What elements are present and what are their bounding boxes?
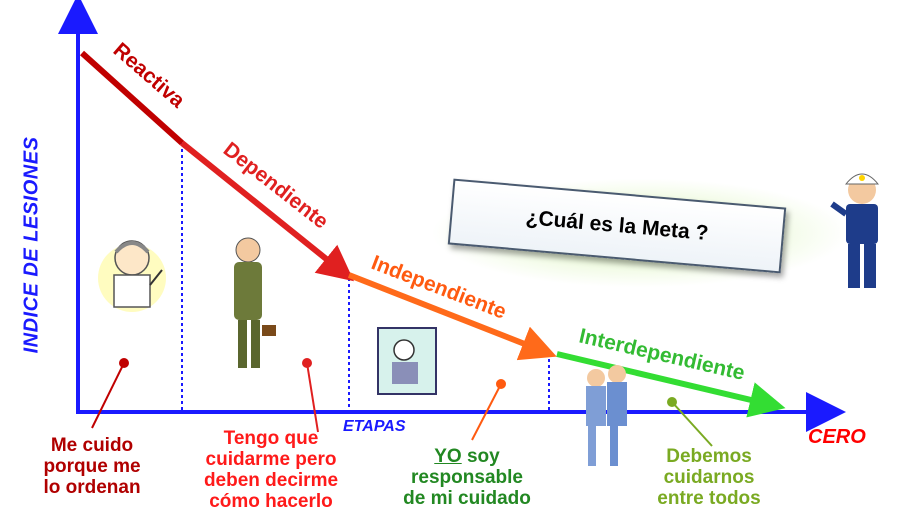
underlined-word: YO: [434, 446, 462, 467]
description-line: Debemos: [666, 446, 752, 467]
description-line: de mi cuidado: [403, 488, 531, 509]
description-dependiente: Tengo que cuidarme pero deben decirme có…: [176, 428, 366, 512]
businessman-illustration: [234, 237, 276, 368]
pointer-dot-3: [496, 379, 506, 389]
pointer-dot-1: [119, 358, 129, 368]
description-line: cuidarme pero: [205, 449, 337, 470]
y-axis-label-box: INDICE DE LESIONES: [2, 95, 62, 395]
description-line: entre todos: [657, 488, 761, 509]
phase-arrow-independiente: [347, 272, 557, 361]
phase-arrow-interdependiente: [556, 351, 786, 418]
pointer-line-3: [471, 383, 502, 441]
description-line: deben decirme: [203, 470, 339, 491]
description-line: Me cuido: [50, 435, 134, 456]
phase-arrow-dependiente: [180, 140, 355, 282]
description-line: porque me: [43, 456, 141, 477]
phase-arrow-reactiva: [79, 50, 185, 146]
pointer-dot-4: [667, 397, 677, 407]
description-line: cómo hacerlo: [209, 491, 333, 512]
description-line: responsable: [411, 467, 523, 488]
phase-label-reactiva: Reactiva: [109, 38, 190, 112]
x-axis-end-label: CERO: [808, 426, 866, 448]
description-line: Tengo que: [223, 428, 319, 449]
description-line-first: YO soy: [392, 446, 542, 467]
pointer-line-4: [671, 401, 713, 447]
description-line: lo ordenan: [43, 477, 141, 498]
description-line: cuidarnos: [663, 467, 755, 488]
confident-character-illustration: [377, 327, 437, 395]
pointer-line-2: [306, 362, 319, 433]
description-interdependiente: Debemos cuidarnos entre todos: [634, 446, 784, 509]
description-independiente: YO soy responsable de mi cuidado: [392, 446, 542, 509]
workers-hugging-illustration: [586, 365, 627, 466]
scribe-illustration: [98, 240, 166, 312]
y-axis-label: INDICE DE LESIONES: [20, 136, 43, 354]
pointer-line-1: [91, 362, 125, 429]
description-first-rest: soy: [461, 446, 500, 467]
goal-text: ¿Cuál es la Meta ?: [524, 206, 710, 245]
x-axis-label: ETAPAS: [343, 418, 406, 435]
pointer-dot-2: [302, 358, 312, 368]
description-reactiva: Me cuido porque me lo ordenan: [22, 435, 162, 498]
